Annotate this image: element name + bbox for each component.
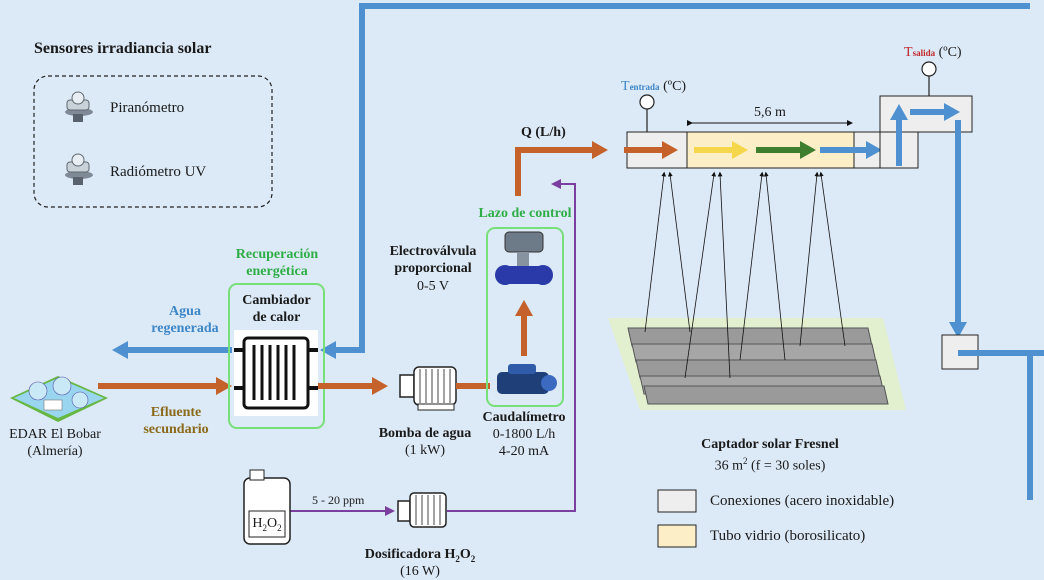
flowmeter-to-valve-arrowhead (515, 300, 533, 316)
regenerated-water-arrowhead (112, 341, 128, 359)
doser-power: (16 W) (400, 564, 440, 579)
valve-signal: 0-5 V (416, 279, 450, 294)
collector-length: 5,6 m (754, 105, 786, 120)
legend-label: Tubo vidrio (borosilicato) (710, 528, 866, 544)
pump-title: Bomba de agua (378, 426, 472, 441)
exchanger-title-2: de calor (252, 310, 301, 325)
pump-icon (399, 366, 457, 411)
sensor-item-label: Piranómetro (110, 100, 185, 116)
valve-icon (495, 231, 553, 285)
reflected-rays (644, 171, 846, 379)
valve-to-collector-arrowhead (592, 141, 608, 159)
heat-recovery-title-1: Recuperación (235, 247, 319, 262)
doser-icon (397, 492, 447, 528)
top-arrowhead (944, 103, 960, 121)
riser-arrowhead (890, 104, 908, 120)
tube-orange-arrowhead (662, 141, 678, 159)
outlet-temp-sensor (921, 61, 937, 77)
legend-label: Conexiones (acero inoxidable) (710, 493, 895, 509)
doser-title: Dosificadora H2O2 (364, 547, 476, 564)
return-arrowhead (320, 341, 336, 359)
downcomer-arrowhead (949, 322, 967, 338)
regenerated-water-label-2: regenerada (151, 321, 219, 336)
bottle-label: H2O2 (252, 516, 282, 533)
fresnel-mirrors (627, 327, 889, 405)
effluent-label-1: Efluente (150, 405, 202, 420)
plant-location: (Almería) (27, 444, 83, 459)
collector-title: Captador solar Fresnel (701, 437, 839, 452)
exchanger-to-pump-arrowhead (372, 377, 388, 395)
flowmeter-icon (497, 364, 557, 394)
sensors-title: Sensores irradiancia solar (34, 40, 212, 57)
tube-yellow-arrowhead (732, 141, 748, 159)
flowmeter-title: Caudalímetro (482, 410, 566, 425)
doser-to-inlet-line (447, 183, 576, 512)
flow-label: Q (L/h) (521, 125, 566, 140)
sensor-item-label: Radiómetro UV (110, 164, 207, 180)
inlet-temp-label: Tentrada (ºC) (621, 79, 687, 94)
effluent-arrowhead (216, 377, 232, 395)
inlet-temp-sensor (639, 94, 655, 110)
legend-swatch-connections (657, 489, 697, 513)
legend-swatch-glass (657, 524, 697, 548)
valve-title-2: proporcional (394, 261, 472, 276)
doser-to-inlet-arrowhead (551, 179, 561, 189)
valve-title-1: Electroválvula (389, 244, 477, 259)
valve-to-collector-pipe (515, 147, 592, 196)
effluent-label-2: secundario (143, 422, 209, 437)
exchanger-title-1: Cambiador (242, 293, 311, 308)
sensors-box (33, 75, 273, 208)
pump-power: (1 kW) (404, 443, 446, 458)
h2o2-bottle-icon (243, 469, 291, 545)
wwtp-plant-icon (10, 376, 108, 422)
tube-green-arrowhead (800, 141, 816, 159)
tube-blue-arrowhead (866, 141, 882, 159)
control-loop-box (486, 227, 564, 407)
regenerated-water-label-1: Agua (169, 304, 201, 319)
dosing-ppm: 5 - 20 ppm (312, 493, 365, 507)
outlet-temp-label: Tsalida (ºC) (904, 45, 962, 60)
h2o2-to-doser-arrowhead (385, 506, 395, 516)
collector-specs: 36 m2 (f = 30 soles) (714, 456, 826, 474)
flowmeter-range: 0-1800 L/h (492, 427, 556, 442)
flowmeter-signal: 4-20 mA (498, 444, 550, 459)
plant-name: EDAR El Bobar (9, 427, 101, 442)
uv-radiometer-icon (65, 153, 93, 185)
control-loop-title: Lazo de control (478, 206, 572, 221)
pyranometer-icon (65, 91, 93, 122)
heat-exchanger-icon (234, 330, 318, 416)
heat-recovery-title-2: energética (246, 264, 308, 279)
heat-exchanger-box (228, 283, 325, 429)
